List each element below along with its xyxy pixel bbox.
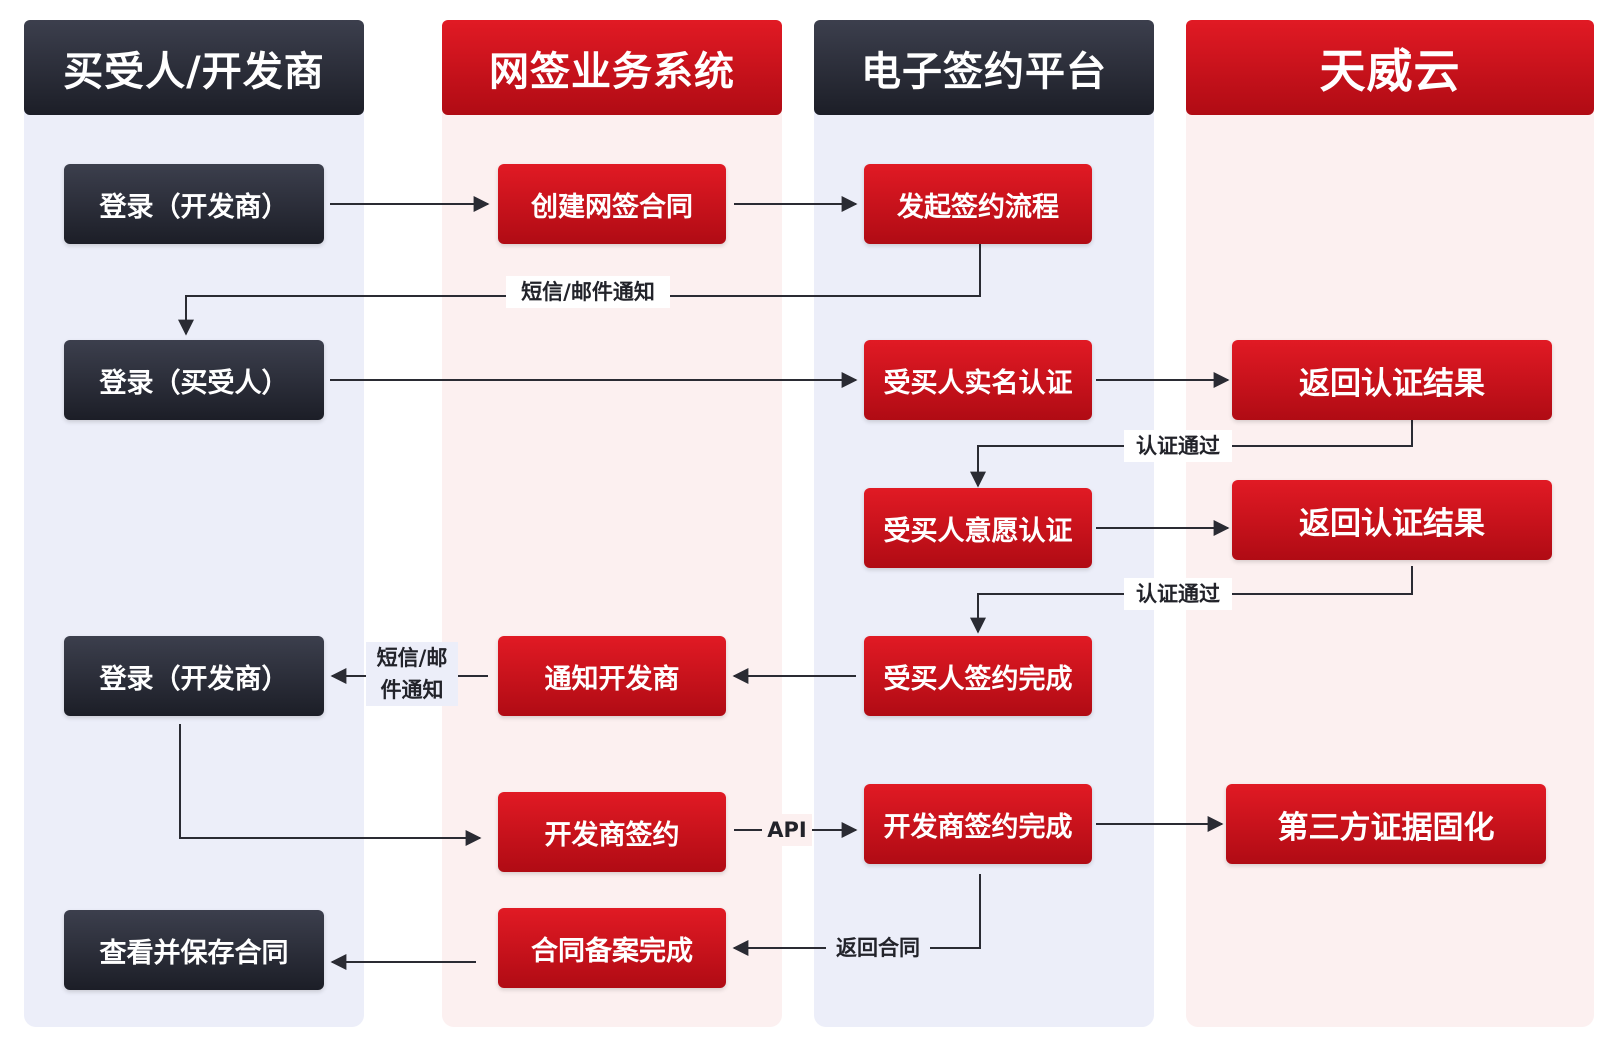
lane-header-online: 网签业务系统 xyxy=(442,20,782,115)
box-start-signing: 发起签约流程 xyxy=(864,164,1092,244)
lane-header-buyer: 买受人/开发商 xyxy=(24,20,364,115)
box-return-auth-result-1: 返回认证结果 xyxy=(1232,340,1552,420)
box-create-contract: 创建网签合同 xyxy=(498,164,726,244)
box-buyer-realname-auth: 受买人实名认证 xyxy=(864,340,1092,420)
box-login-developer-1: 登录（开发商） xyxy=(64,164,324,244)
label-sms-notify-2-line2: 件通知 xyxy=(380,678,444,702)
label-auth-pass-1: 认证通过 xyxy=(1124,430,1232,462)
box-filing-complete: 合同备案完成 xyxy=(498,908,726,988)
label-sms-notify-1: 短信/邮件通知 xyxy=(506,276,670,308)
label-auth-pass-2: 认证通过 xyxy=(1124,578,1232,610)
label-return-contract: 返回合同 xyxy=(826,932,930,964)
lane-header-esign: 电子签约平台 xyxy=(814,20,1154,115)
lane-header-tianwei: 天威云 xyxy=(1186,20,1594,115)
box-notify-developer: 通知开发商 xyxy=(498,636,726,716)
box-buyer-sign-complete: 受买人签约完成 xyxy=(864,636,1092,716)
box-third-party-evidence: 第三方证据固化 xyxy=(1226,784,1546,864)
box-developer-sign-complete: 开发商签约完成 xyxy=(864,784,1092,864)
label-sms-notify-2: 短信/邮 件通知 xyxy=(366,642,458,706)
arrow-done-to-filing xyxy=(732,874,981,956)
label-api: API xyxy=(762,814,812,846)
box-buyer-will-auth: 受买人意愿认证 xyxy=(864,488,1092,568)
arrow-login-dev-to-dev-sign xyxy=(179,724,482,846)
label-sms-notify-2-line1: 短信/邮 xyxy=(376,646,448,670)
box-login-developer-2: 登录（开发商） xyxy=(64,636,324,716)
box-login-buyer: 登录（买受人） xyxy=(64,340,324,420)
box-view-save-contract: 查看并保存合同 xyxy=(64,910,324,990)
box-developer-sign: 开发商签约 xyxy=(498,792,726,872)
box-return-auth-result-2: 返回认证结果 xyxy=(1232,480,1552,560)
